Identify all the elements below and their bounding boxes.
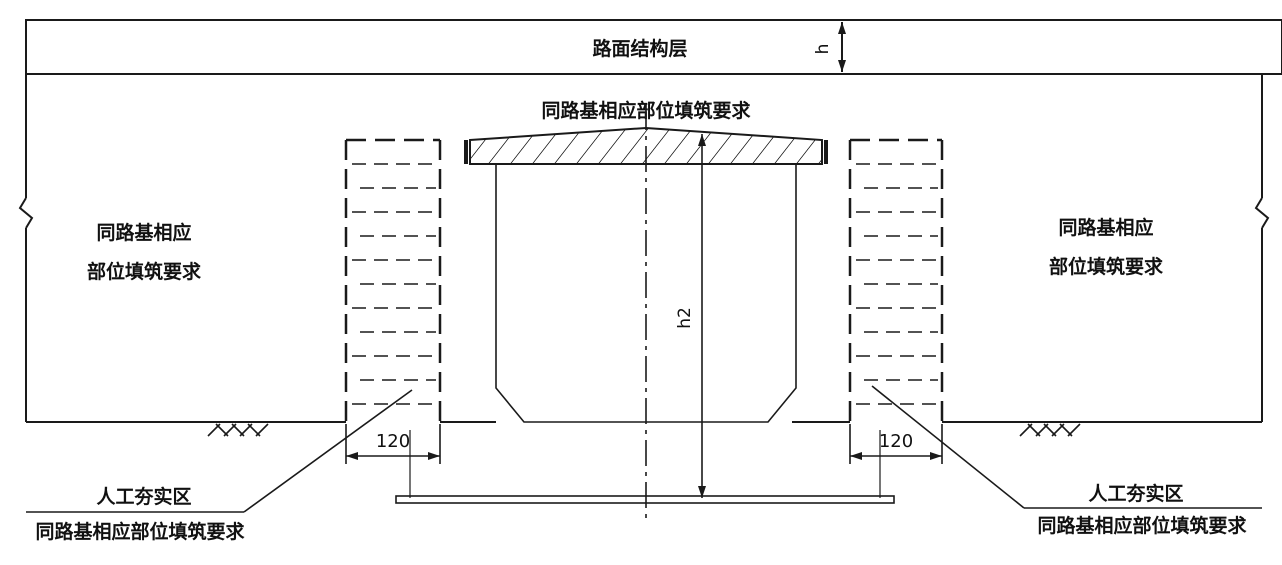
dimension-h-label: h (813, 44, 833, 55)
dimension-h: h (813, 22, 846, 72)
left-fill-label-line1: 同路基相应 (96, 221, 191, 244)
break-mark-right (1254, 197, 1270, 229)
callout-left-line1: 人工夯实区 (96, 485, 191, 508)
pavement-layer: 路面结构层 (25, 19, 1282, 75)
dimension-120-left-label: 120 (376, 431, 410, 452)
foundation-slab (395, 495, 895, 504)
callout-left-leader (243, 389, 413, 513)
right-fill-label: 同路基相应 部位填筑要求 (1049, 216, 1164, 278)
callout-right-line2: 同路基相应部位填筑要求 (1037, 514, 1247, 537)
dimension-h2-arrow-bottom (698, 486, 706, 498)
callout-right: 人工夯实区 同路基相应部位填筑要求 (871, 385, 1262, 537)
dimension-h2-label: h2 (675, 307, 695, 329)
pavement-layer-label: 路面结构层 (592, 37, 687, 60)
callout-left: 人工夯实区 同路基相应部位填筑要求 (26, 389, 413, 543)
dimension-h-arrow-top (838, 22, 846, 34)
callout-right-line1: 人工夯实区 (1088, 482, 1183, 505)
dimension-h2: h2 (675, 134, 706, 498)
dimension-120-right: 120 (849, 424, 943, 498)
break-mark-left (18, 197, 34, 229)
compaction-zone-left-fill-dashes (352, 163, 436, 405)
right-fill-label-line1: 同路基相应 (1058, 216, 1153, 239)
dimension-120-right-label: 120 (879, 431, 913, 452)
compaction-zone-right-fill-dashes (856, 163, 938, 405)
dimension-120-left: 120 (345, 424, 441, 498)
dimension-h-arrow-bottom (838, 60, 846, 72)
pavement-layer-outline (25, 19, 1282, 75)
left-fill-label-line2: 部位填筑要求 (87, 260, 202, 283)
dimension-h2-arrow-top (698, 134, 706, 146)
callout-left-line2: 同路基相应部位填筑要求 (35, 520, 245, 543)
left-fill-label: 同路基相应 部位填筑要求 (87, 221, 202, 283)
compaction-zone-left (344, 138, 442, 422)
ground-hatch-right (1019, 423, 1081, 437)
compaction-zone-right (848, 138, 944, 422)
right-fill-label-line2: 部位填筑要求 (1049, 255, 1164, 278)
ground-hatch-left (207, 423, 269, 437)
callout-right-leader (871, 385, 1025, 509)
subgrade-outline (18, 74, 1270, 423)
